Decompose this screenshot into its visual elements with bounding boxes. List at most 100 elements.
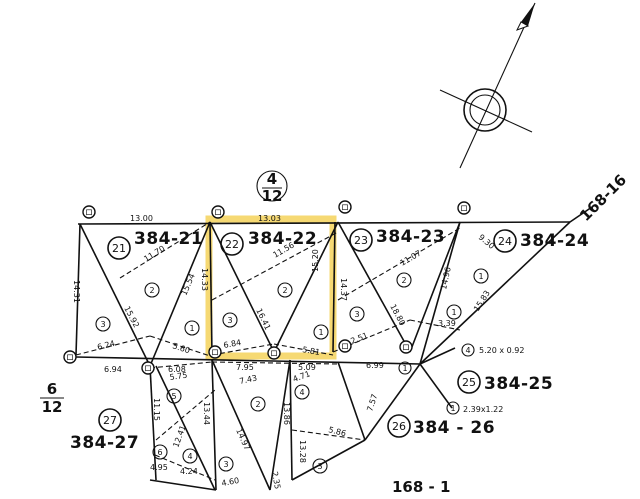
boundary-marker-icon[interactable]: ロ [82, 205, 96, 219]
boundary-marker-icon[interactable]: ロ [338, 200, 352, 214]
lot-27[interactable]: 27 384-27 [70, 408, 139, 453]
lot-22-label: 384-22 [248, 229, 317, 249]
lot-24-id: 24 [498, 235, 512, 248]
boundary-marker-icon[interactable]: ロ [338, 339, 352, 353]
svg-text:ロ: ロ [402, 343, 410, 352]
dim-label: 4.71 [292, 369, 312, 384]
lot-26-label: 384 - 26 [413, 418, 495, 438]
part-number: 6 [157, 448, 162, 457]
svg-text:ロ: ロ [270, 349, 278, 358]
boundary-marker-icon[interactable]: ロ [399, 340, 413, 354]
dim-label: 5.81 [302, 345, 321, 357]
lot-22-id: 22 [225, 238, 239, 251]
part-number: 1 [318, 328, 323, 337]
note-1: 1 2.39x1.22 [446, 401, 503, 415]
fraction-top-num: 4 [267, 170, 277, 188]
lot-27-id: 27 [103, 414, 117, 427]
lot-26-id: 26 [392, 420, 406, 433]
dim-label: 2.51 [349, 331, 369, 346]
dim-label: 15.54 [180, 272, 197, 297]
survey-crosshair-icon [439, 88, 533, 133]
dim-label: 11.15 [152, 398, 161, 421]
dim-label: 6.99 [366, 361, 384, 370]
dim-label: 13.28 [298, 440, 307, 463]
note-4-text: 5.20 x 0.92 [479, 346, 524, 355]
svg-text:ロ: ロ [214, 208, 222, 217]
svg-text:ロ: ロ [341, 203, 349, 212]
note-1-text: 2.39x1.22 [463, 405, 503, 414]
lot-25-id: 25 [462, 376, 476, 389]
svg-text:1: 1 [450, 404, 455, 413]
dim-label: 11.07 [399, 248, 423, 267]
dim-label: 15.20 [311, 249, 320, 272]
part-number: 3 [227, 316, 232, 325]
dim-label: 7.43 [239, 373, 258, 386]
part-number: 2 [149, 286, 154, 295]
part-number: 2 [255, 400, 260, 409]
svg-text:4: 4 [465, 346, 470, 355]
part-number: 3 [223, 460, 228, 469]
lot-21-id: 21 [112, 242, 126, 255]
dim-label: 13.44 [202, 402, 211, 425]
dim-label: 5.60 [171, 341, 191, 355]
dim-label: 13.00 [130, 214, 153, 223]
dim-label: 6.84 [223, 338, 242, 350]
lot-23[interactable]: 23 384-23 [349, 227, 445, 252]
dim-label: 2.35 [270, 471, 282, 490]
dim-label: 16.41 [254, 307, 272, 332]
dim-label: 6.08 [168, 365, 186, 374]
part-number: 4 [299, 388, 304, 397]
fraction-top: 4 12 [256, 170, 288, 205]
part-number: 2 [401, 276, 406, 285]
north-arrow-icon [459, 2, 536, 169]
boundary-marker-icon[interactable]: ロ [457, 201, 471, 215]
lot-23-label: 384-23 [376, 227, 445, 247]
svg-text:ロ: ロ [85, 208, 93, 217]
boundary-lines [75, 206, 593, 491]
part-number: 4 [187, 452, 192, 461]
dim-label: 3.39 [438, 319, 456, 328]
dim-label: 4.24 [180, 467, 198, 476]
fraction-top-den: 12 [262, 187, 283, 205]
dim-label: 12.41 [171, 424, 187, 449]
boundary-marker-icon[interactable]: ロ [141, 361, 155, 375]
label-168-1: 168 - 1 [392, 478, 450, 494]
part-number: 1 [402, 364, 407, 373]
fraction-left: 6 12 [40, 380, 64, 416]
boundary-markers: ロ ロ ロ ロ ロ ロ ロ ロ ロ ロ [63, 200, 471, 375]
lot-21[interactable]: 21 384-21 [107, 229, 203, 260]
dim-label: 5.09 [298, 363, 316, 372]
lot-22[interactable]: 22 384-22 [220, 229, 317, 256]
dim-label: 15.83 [472, 289, 492, 313]
lot-25[interactable]: 25 384-25 [457, 370, 553, 394]
dim-label: 13.86 [282, 402, 291, 425]
dim-label: 14.31 [72, 280, 81, 303]
dim-label: 4.95 [150, 463, 168, 472]
part-number: 1 [478, 272, 483, 281]
part-number: 2 [282, 286, 287, 295]
lot-24[interactable]: 24 384-24 [493, 229, 589, 253]
lot-26[interactable]: 26 384 - 26 [387, 414, 495, 438]
boundary-marker-icon[interactable]: ロ [267, 346, 281, 360]
note-4: 4 5.20 x 0.92 [461, 343, 524, 357]
lot-24-label: 384-24 [520, 231, 589, 251]
svg-text:ロ: ロ [460, 204, 468, 213]
svg-text:ロ: ロ [211, 348, 219, 357]
dim-label: 5.75 [169, 371, 188, 382]
dim-label: 13.03 [258, 214, 281, 223]
part-number: 1 [189, 324, 194, 333]
part-number: 3 [354, 310, 359, 319]
part-number: 3 [100, 320, 105, 329]
dim-label: 14.97 [234, 427, 252, 452]
lot-27-label: 384-27 [70, 433, 139, 453]
part-number: 1 [451, 308, 456, 317]
dashed-lines [75, 221, 461, 481]
boundary-marker-icon[interactable]: ロ [208, 345, 222, 359]
boundary-marker-icon[interactable]: ロ [63, 350, 77, 364]
boundary-marker-icon[interactable]: ロ [211, 205, 225, 219]
dim-label: 5.86 [328, 425, 347, 438]
svg-text:ロ: ロ [341, 342, 349, 351]
label-168-16: 168-16 [576, 171, 630, 225]
